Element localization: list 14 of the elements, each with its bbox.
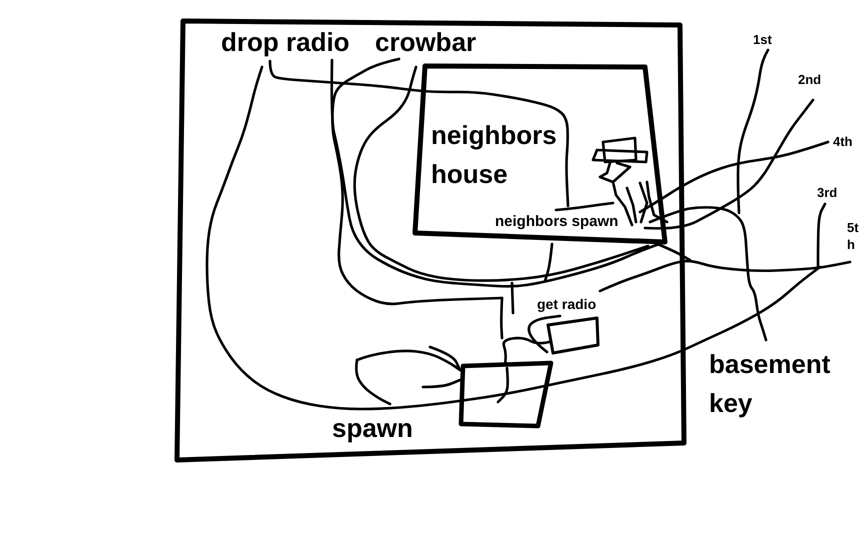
route-label: 5t h [847, 219, 859, 253]
map-label: crowbar [375, 27, 476, 57]
route-label: 4th [833, 134, 852, 149]
map-border [174, 16, 688, 464]
point-label: get radio [537, 296, 596, 312]
house-outline [410, 61, 670, 247]
point-label: neighbors spawn [495, 214, 618, 230]
map-label: basement key [709, 348, 830, 420]
map-label: drop radio [221, 27, 350, 57]
route-label: 1st [753, 32, 772, 47]
area-label: spawn [332, 413, 413, 443]
route-label: 3rd [817, 185, 838, 200]
area-label: neighbors house [431, 119, 557, 191]
route-label: 2nd [798, 72, 822, 87]
